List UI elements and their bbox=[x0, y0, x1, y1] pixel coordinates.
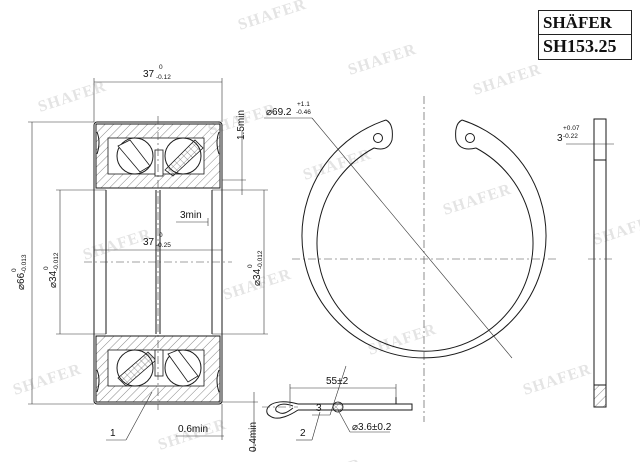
svg-text:-0.22: -0.22 bbox=[563, 133, 578, 140]
svg-text:SHAFER: SHAFER bbox=[521, 361, 594, 399]
svg-text:0: 0 bbox=[159, 232, 163, 239]
left-bore-nominal: ⌀34 bbox=[48, 270, 59, 288]
svg-text:SHAFER: SHAFER bbox=[291, 456, 364, 462]
svg-text:SHAFER: SHAFER bbox=[591, 211, 640, 249]
cotter-pin-view: 55±2 ⌀3.6±0.2 2 bbox=[262, 376, 413, 441]
circlip-side-view: 3 +0.07 -0.22 bbox=[557, 118, 614, 408]
svg-text:0: 0 bbox=[11, 268, 18, 272]
svg-text:0: 0 bbox=[247, 264, 254, 268]
svg-text:0: 0 bbox=[159, 64, 163, 71]
brand-title-block: SHÄFER SH153.25 bbox=[538, 10, 632, 60]
svg-text:-0.012: -0.012 bbox=[53, 252, 60, 271]
svg-text:0: 0 bbox=[43, 266, 50, 270]
brand-name: SHÄFER bbox=[539, 11, 631, 35]
bearing-item-label: 1 bbox=[110, 428, 116, 439]
svg-text:-0.013: -0.013 bbox=[21, 254, 28, 273]
svg-text:SHAFER: SHAFER bbox=[236, 0, 309, 34]
outer-diameter-nominal: ⌀66 bbox=[16, 272, 27, 290]
svg-text:+1.1: +1.1 bbox=[297, 101, 310, 108]
svg-text:-0.25: -0.25 bbox=[156, 242, 171, 249]
right-bore-nominal: ⌀34 bbox=[252, 268, 263, 286]
width-dim-nominal: 37 bbox=[143, 69, 155, 80]
svg-text:SHAFER: SHAFER bbox=[11, 361, 84, 399]
bearing-section-view bbox=[84, 116, 232, 410]
svg-text:-0.012: -0.012 bbox=[257, 250, 264, 269]
circlip-diameter-nominal: ⌀69.2 bbox=[266, 107, 292, 118]
circlip-item-label: 3 bbox=[316, 403, 322, 414]
bearing-dimensions: 37 0 -0.12 37 0 -0.25 ⌀66 0 -0.013 ⌀34 0… bbox=[11, 64, 268, 452]
svg-text:SHAFER: SHAFER bbox=[471, 61, 544, 99]
cotter-pin-length: 55±2 bbox=[326, 376, 349, 387]
svg-text:SHAFER: SHAFER bbox=[36, 78, 109, 116]
circlip-thickness-nominal: 3 bbox=[557, 133, 563, 144]
cotter-pin-item-label: 2 bbox=[300, 428, 306, 439]
svg-text:SHAFER: SHAFER bbox=[441, 181, 514, 219]
svg-text:-0.12: -0.12 bbox=[156, 74, 171, 81]
chamfer-side-dim: 0.6min bbox=[178, 424, 208, 435]
svg-text:SHAFER: SHAFER bbox=[346, 41, 419, 79]
svg-text:SHAFER: SHAFER bbox=[301, 146, 374, 184]
svg-text:+0.07: +0.07 bbox=[563, 125, 580, 132]
circlip-view: ⌀69.2 +1.1 -0.46 3 bbox=[264, 96, 556, 422]
groove-dim: 3min bbox=[180, 210, 202, 221]
chamfer-bottom-dim: 0.4min bbox=[248, 422, 259, 452]
cotter-pin-diameter: ⌀3.6±0.2 bbox=[352, 422, 392, 433]
inner-width-dim-nominal: 37 bbox=[143, 237, 155, 248]
part-number: SH153.25 bbox=[543, 36, 617, 56]
chamfer-top-dim: 1.5min bbox=[236, 110, 247, 140]
svg-text:-0.46: -0.46 bbox=[296, 109, 311, 116]
